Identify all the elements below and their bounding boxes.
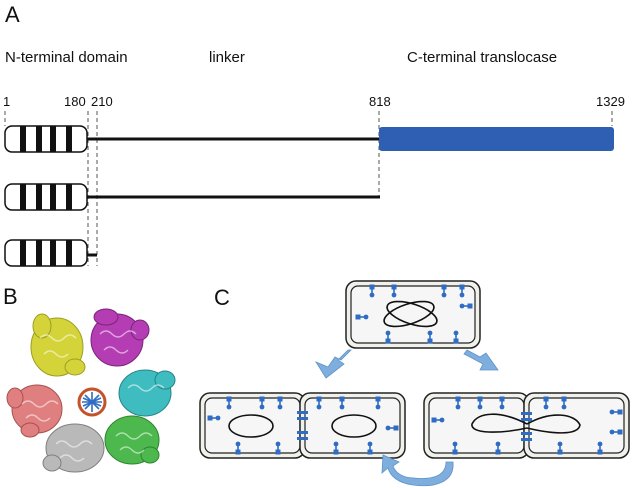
membrane-protein <box>459 284 465 298</box>
n-terminal-domain-label: N-terminal domain <box>5 49 128 66</box>
membrane-protein <box>543 396 549 410</box>
membrane-protein <box>339 396 345 410</box>
membrane-protein <box>597 441 603 455</box>
chromosome-left <box>228 414 274 438</box>
n-domain-box-3 <box>5 240 87 266</box>
position-1: 1 <box>3 94 10 109</box>
position-guides <box>4 111 613 266</box>
membrane-protein <box>391 284 397 298</box>
membrane-protein <box>277 396 283 410</box>
membrane-protein <box>609 409 623 415</box>
cell-before-division <box>345 280 481 349</box>
septum-proteins <box>297 411 308 440</box>
membrane-protein <box>495 441 501 455</box>
membrane-protein <box>375 396 381 410</box>
linker-label: linker <box>209 49 245 66</box>
membrane-protein <box>385 425 399 431</box>
membrane-protein <box>455 396 461 410</box>
panel-label-b: B <box>3 284 18 309</box>
membrane-protein <box>333 441 339 455</box>
septum-proteins-right <box>521 412 532 441</box>
membrane-protein <box>561 396 567 410</box>
membrane-proteins <box>207 284 623 455</box>
hexamer-structure-image <box>6 308 176 473</box>
membrane-protein <box>557 441 563 455</box>
membrane-protein <box>259 396 265 410</box>
construct-full-length <box>4 125 614 153</box>
membrane-protein <box>207 415 221 421</box>
subunit-green <box>104 415 160 465</box>
subunit-yellow <box>30 313 86 377</box>
arrow-down-right <box>463 349 499 371</box>
arrow-curved-return <box>381 454 454 487</box>
translocase-domain-bar <box>379 127 614 151</box>
membrane-protein <box>385 330 391 344</box>
position-818: 818 <box>369 94 391 109</box>
membrane-protein <box>453 330 459 344</box>
daughter-cells-resolved <box>199 392 406 459</box>
construct-n-domain-only <box>4 239 97 267</box>
c-terminal-translocase-label: C-terminal translocase <box>407 49 557 66</box>
membrane-protein <box>499 396 505 410</box>
subunit-grey <box>42 423 105 473</box>
membrane-protein <box>369 284 375 298</box>
n-domain-box-1 <box>5 126 87 152</box>
panel-label-a: A <box>5 2 20 27</box>
subunit-magenta <box>90 308 150 367</box>
membrane-protein <box>609 429 623 435</box>
chromosome-right <box>331 414 377 438</box>
membrane-protein <box>316 396 322 410</box>
membrane-protein <box>427 330 433 344</box>
chromosome-dimer-split <box>471 413 581 434</box>
membrane-protein <box>477 396 483 410</box>
position-210: 210 <box>91 94 113 109</box>
membrane-protein <box>275 441 281 455</box>
arrow-down-left <box>314 349 352 379</box>
membrane-protein <box>235 441 241 455</box>
n-domain-box-2 <box>5 184 87 210</box>
chromosome-dimer <box>383 300 438 328</box>
membrane-protein <box>226 396 232 410</box>
dna-ring <box>77 387 107 417</box>
position-180: 180 <box>64 94 86 109</box>
subunit-cyan <box>118 369 176 417</box>
construct-n-domain-linker <box>4 183 380 211</box>
membrane-protein <box>452 441 458 455</box>
membrane-protein <box>367 441 373 455</box>
subunit-salmon <box>6 384 63 438</box>
membrane-protein <box>431 417 445 423</box>
panel-label-c: C <box>214 285 230 310</box>
membrane-protein <box>441 284 447 298</box>
membrane-protein <box>355 314 369 320</box>
position-1329: 1329 <box>596 94 625 109</box>
membrane-protein <box>459 303 473 309</box>
